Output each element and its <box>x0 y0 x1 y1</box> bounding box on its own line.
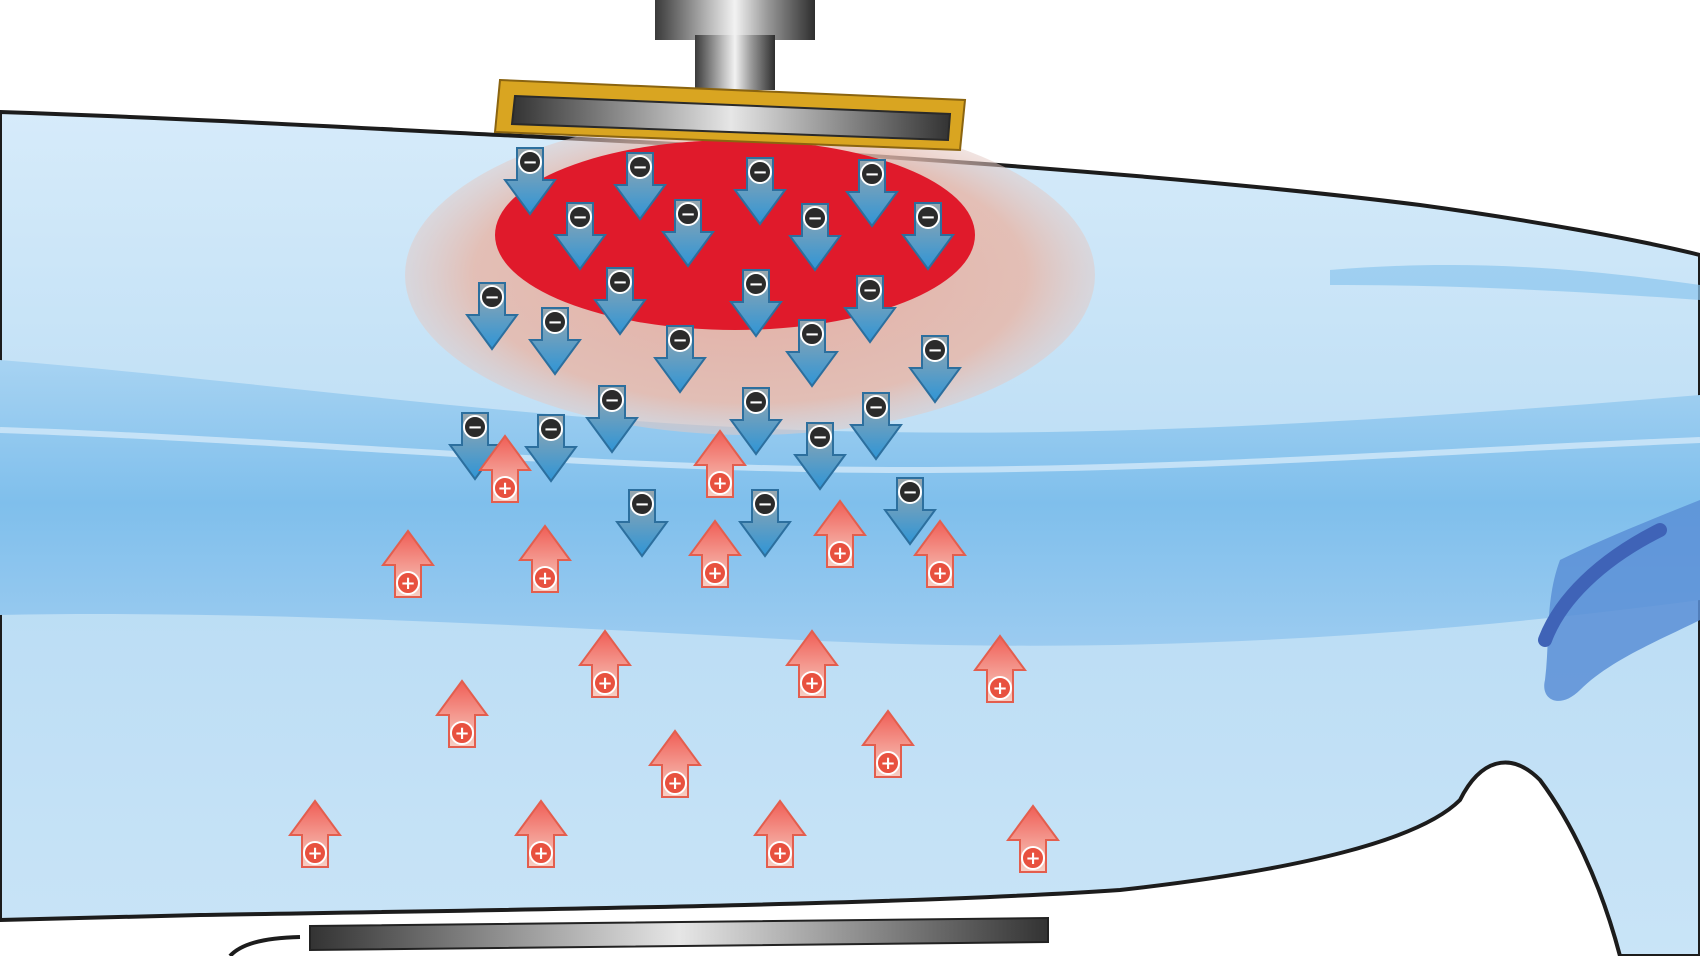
negative-ion-arrow: − <box>661 199 715 268</box>
minus-symbol: − <box>572 207 587 228</box>
plus-symbol: + <box>832 543 847 564</box>
positive-ion-arrow: + <box>478 434 532 503</box>
minus-symbol: − <box>547 312 562 333</box>
plus-symbol: + <box>932 563 947 584</box>
plus-symbol: + <box>533 843 548 864</box>
minus-symbol: − <box>612 272 627 293</box>
negative-ion-arrow: − <box>793 422 847 491</box>
negative-ion-arrow: − <box>733 157 787 226</box>
vein-band <box>0 360 1700 646</box>
negative-ion-arrow: − <box>785 319 839 388</box>
minus-symbol: − <box>748 392 763 413</box>
minus-symbol: − <box>927 340 942 361</box>
positive-ion-arrow: + <box>381 529 435 598</box>
positive-ion-arrow: + <box>785 629 839 698</box>
negative-ion-arrow: − <box>883 477 937 546</box>
positive-ion-arrow: + <box>693 429 747 498</box>
minus-symbol: − <box>920 207 935 228</box>
minus-symbol: − <box>862 280 877 301</box>
positive-ion-arrow: + <box>1006 804 1060 873</box>
negative-ion-arrow: − <box>503 147 557 216</box>
negative-ion-arrow: − <box>901 202 955 271</box>
positive-ion-arrow: + <box>813 499 867 568</box>
plus-symbol: + <box>497 478 512 499</box>
electrode-bottom-icon <box>228 916 1049 956</box>
minus-symbol: − <box>680 204 695 225</box>
negative-ions: − − − − − − − − − − − − − − − − − − − − − − − − − <box>448 147 962 558</box>
minus-symbol: − <box>748 274 763 295</box>
plus-symbol: + <box>307 843 322 864</box>
negative-ion-arrow: − <box>653 325 707 394</box>
positive-ion-arrow: + <box>435 679 489 748</box>
negative-ion-arrow: − <box>465 282 519 351</box>
negative-ion-arrow: − <box>593 267 647 336</box>
minus-symbol: − <box>634 494 649 515</box>
minus-symbol: − <box>902 482 917 503</box>
negative-ion-arrow: − <box>908 335 962 404</box>
minus-symbol: − <box>807 208 822 229</box>
negative-ion-arrow: − <box>738 489 792 558</box>
negative-ion-arrow: − <box>729 387 783 456</box>
negative-ion-arrow: − <box>528 307 582 376</box>
positive-ion-arrow: + <box>973 634 1027 703</box>
plus-symbol: + <box>1025 848 1040 869</box>
minus-symbol: − <box>752 162 767 183</box>
plus-symbol: + <box>454 723 469 744</box>
positive-ion-arrow: + <box>913 519 967 588</box>
minus-symbol: − <box>757 494 772 515</box>
dark-vein-streak <box>1538 523 1667 647</box>
minus-symbol: − <box>543 419 558 440</box>
plus-symbol: + <box>804 673 819 694</box>
plus-symbol: + <box>667 773 682 794</box>
minus-symbol: − <box>868 397 883 418</box>
positive-ion-arrow: + <box>753 799 807 868</box>
negative-ion-arrow: − <box>553 202 607 271</box>
vein-upper-accent <box>1330 265 1700 300</box>
negative-ion-arrow: − <box>849 392 903 461</box>
minus-symbol: − <box>484 287 499 308</box>
positive-ion-arrow: + <box>688 519 742 588</box>
negative-ion-arrow: − <box>585 385 639 454</box>
positive-ion-arrow: + <box>514 799 568 868</box>
minus-symbol: − <box>804 324 819 345</box>
minus-symbol: − <box>812 427 827 448</box>
positive-ions: + + + + + + + + + + + + + + + + + <box>288 429 1060 873</box>
positive-ion-arrow: + <box>648 729 702 798</box>
vein-highlight <box>0 427 1700 474</box>
plus-symbol: + <box>707 563 722 584</box>
plus-symbol: + <box>880 753 895 774</box>
positive-ion-arrow: + <box>288 799 342 868</box>
negative-ion-arrow: − <box>843 275 897 344</box>
minus-symbol: − <box>672 330 687 351</box>
minus-symbol: − <box>467 417 482 438</box>
negative-ion-arrow: − <box>729 269 783 338</box>
minus-symbol: − <box>632 157 647 178</box>
plus-symbol: + <box>772 843 787 864</box>
negative-ion-arrow: − <box>788 203 842 272</box>
minus-symbol: − <box>522 152 537 173</box>
dark-vein <box>1544 500 1700 701</box>
plus-symbol: + <box>712 473 727 494</box>
negative-ion-arrow: − <box>615 489 669 558</box>
minus-symbol: − <box>604 390 619 411</box>
positive-ion-arrow: + <box>518 524 572 593</box>
plus-symbol: + <box>400 573 415 594</box>
positive-ion-arrow: + <box>578 629 632 698</box>
negative-ion-arrow: − <box>524 414 578 483</box>
positive-ion-arrow: + <box>861 709 915 778</box>
electrode-top-icon <box>493 0 967 152</box>
plus-symbol: + <box>537 568 552 589</box>
negative-ion-arrow: − <box>845 159 899 228</box>
negative-ion-arrow: − <box>613 152 667 221</box>
plus-symbol: + <box>597 673 612 694</box>
minus-symbol: − <box>864 164 879 185</box>
plus-symbol: + <box>992 678 1007 699</box>
